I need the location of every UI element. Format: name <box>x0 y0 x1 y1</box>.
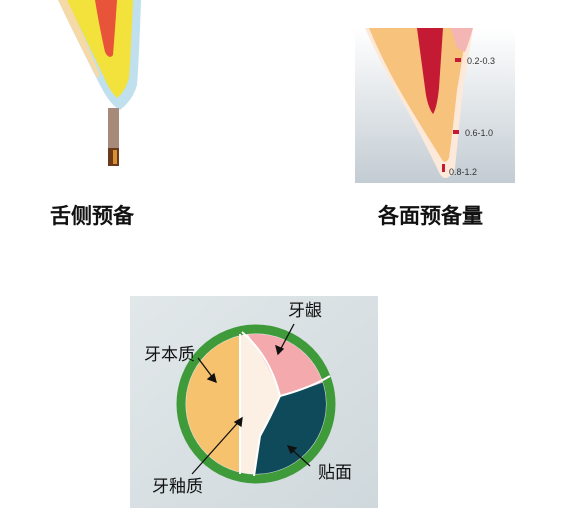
measurement-label: 0.6-1.0 <box>465 128 493 138</box>
label-veneer: 贴面 <box>318 463 352 483</box>
bur-instrument <box>108 108 119 166</box>
pulp <box>417 28 443 114</box>
gingival-edge <box>58 0 100 78</box>
pointer-enamel <box>191 417 243 475</box>
reduction-amounts-figure: 0.2-0.3 0.6-1.0 0.8-1.2 <box>355 28 515 183</box>
lingual-prep-figure <box>55 0 175 175</box>
outer-ring <box>176 324 336 484</box>
measure-tick-1 <box>455 58 461 62</box>
measurement-label: 0.2-0.3 <box>467 56 495 66</box>
dentin-layer <box>369 28 467 162</box>
pulp <box>95 0 117 57</box>
dentin-layer <box>67 0 133 98</box>
label-dentin: 牙本质 <box>144 345 195 365</box>
measurement-label: 0.8-1.2 <box>449 167 477 177</box>
caption-reduction-amounts: 各面预备量 <box>378 204 483 228</box>
gingiva <box>451 28 473 52</box>
label-enamel: 牙釉质 <box>152 477 203 497</box>
cross-section-figure: 牙龈 牙本质 牙釉质 贴面 <box>130 296 378 508</box>
measure-tick-3 <box>442 164 445 172</box>
caption-lingual-prep: 舌侧预备 <box>50 204 134 228</box>
measure-tick-2 <box>453 130 459 134</box>
label-gingiva: 牙龈 <box>288 301 322 321</box>
